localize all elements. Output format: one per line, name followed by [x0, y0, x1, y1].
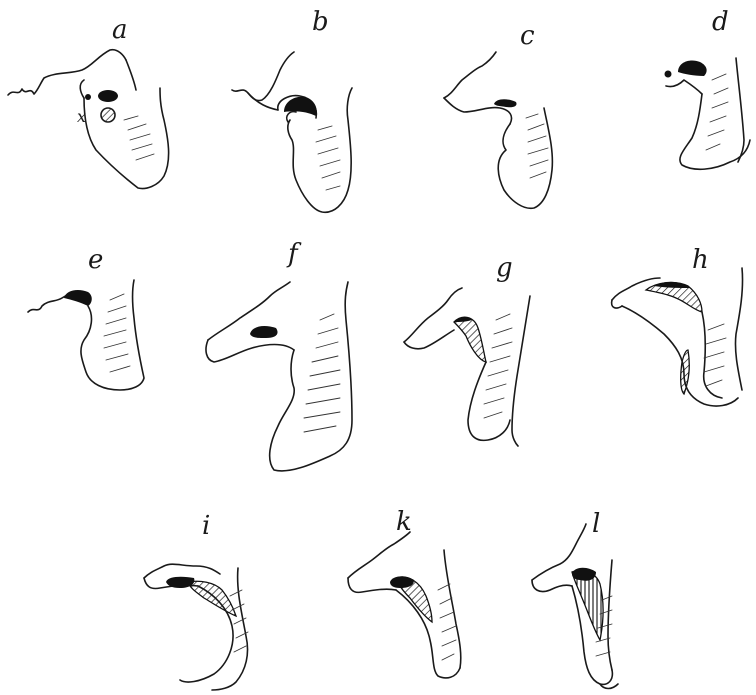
panel-g: g: [404, 253, 530, 446]
label-l: l: [592, 509, 600, 539]
panel-d: d: [665, 7, 751, 169]
panel-h: h: [612, 245, 743, 406]
label-d: d: [712, 7, 729, 37]
label-c: c: [520, 21, 535, 51]
panel-a: a x: [8, 15, 169, 189]
panel-b: b: [232, 7, 352, 212]
panel-e: e: [28, 245, 144, 390]
panel-c: c: [444, 21, 552, 208]
label-e: e: [88, 245, 103, 275]
panel-i: i: [144, 511, 248, 690]
label-i: i: [202, 511, 210, 541]
label-g: g: [496, 253, 513, 283]
label-h: h: [692, 245, 709, 275]
marker-x: x: [77, 107, 86, 126]
label-b: b: [312, 7, 329, 37]
panel-k: k: [348, 507, 461, 678]
panel-f: f: [206, 239, 352, 471]
label-a: a: [112, 15, 128, 45]
label-f: f: [286, 239, 302, 269]
panel-l: l: [532, 509, 618, 689]
